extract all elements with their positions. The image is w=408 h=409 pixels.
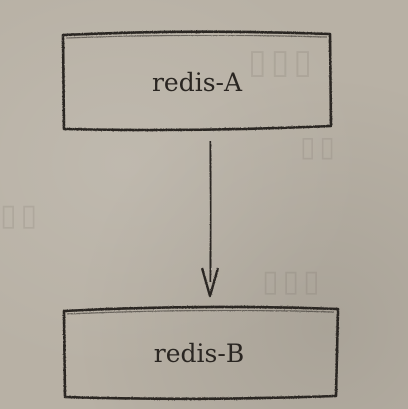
node-box <box>61 30 333 132</box>
node-redis-A: redis-A <box>61 30 333 132</box>
node-label: redis-B <box>154 339 244 368</box>
bleed-through-text: ▯▯ <box>300 130 339 163</box>
node-label: redis-A <box>152 68 243 97</box>
node-box-inner-stroke <box>65 34 328 39</box>
bleed-through-text: ▯▯▯ <box>262 264 324 299</box>
node-box-inner-stroke <box>66 309 335 315</box>
bleed-through-text: ▯▯▯ <box>248 42 317 82</box>
edge-arrow <box>200 140 220 298</box>
node-box <box>62 305 340 401</box>
arrowhead <box>200 267 220 298</box>
edge-line <box>208 140 213 283</box>
bleed-through-text: ▯▯ <box>0 198 42 233</box>
node-redis-B: redis-B <box>62 305 340 401</box>
